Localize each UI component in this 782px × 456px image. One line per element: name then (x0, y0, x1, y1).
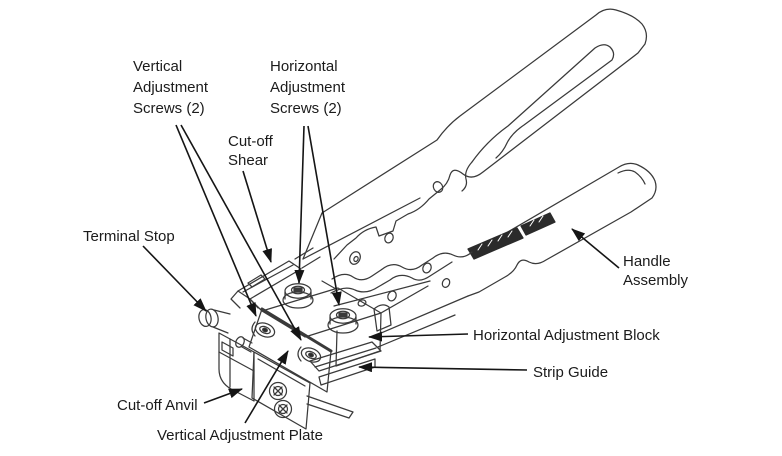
plate-edge (260, 307, 333, 353)
label-vertical-adjustment-plate: Vertical Adjustment Plate (157, 427, 323, 444)
leader-lines (142, 124, 620, 424)
leader-vertical-adjustment-screw-2 (180, 124, 302, 341)
horizontal-adjustment-screws-part (282, 283, 359, 334)
leader-horizontal-adjustment-screw-1 (294, 125, 305, 284)
frame-rails (377, 295, 469, 348)
label-strip-guide: Strip Guide (533, 364, 609, 381)
vertical-adjustment-plate-part (251, 351, 311, 430)
upper-handle (321, 8, 648, 260)
label-cut-off-anvil: Cut-off Anvil (117, 397, 198, 414)
handle-hole (432, 181, 444, 193)
label-cut-off-shear: Cut-off Shear (228, 133, 273, 169)
label-terminal-stop: Terminal Stop (83, 228, 175, 245)
label-vertical-adjustment-screws: Vertical Adjustment Screws (2) (133, 58, 209, 117)
leader-cut-off-anvil (203, 388, 243, 404)
label-horizontal-adjustment-block: Horizontal Adjustment Block (473, 327, 660, 344)
handle-marking (520, 212, 556, 236)
handle-marking (467, 227, 524, 260)
label-horizontal-adjustment-screws: Horizontal Adjustment Screws (2) (270, 58, 346, 117)
linkage-assembly (302, 197, 473, 348)
grip-contour (471, 44, 615, 163)
terminal-stop-part (198, 308, 231, 334)
cut-off-anvil-part (218, 332, 255, 402)
leader-cut-off-shear (242, 170, 272, 263)
leader-terminal-stop (142, 245, 207, 312)
leader-vertical-adjustment-plate (244, 350, 289, 424)
vertical-adjustment-screws-part (251, 321, 322, 363)
leader-strip-guide (358, 362, 528, 373)
leader-vertical-adjustment-screw-1 (175, 124, 257, 317)
strip-guide-part (306, 341, 382, 419)
leader-horizontal-adjustment-block (368, 331, 469, 342)
leader-handle-assembly (571, 228, 620, 269)
lower-handle (467, 162, 657, 297)
label-handle-assembly: Handle Assembly (623, 253, 689, 289)
leader-horizontal-adjustment-screw-2 (307, 125, 342, 306)
head-assembly (198, 247, 392, 430)
